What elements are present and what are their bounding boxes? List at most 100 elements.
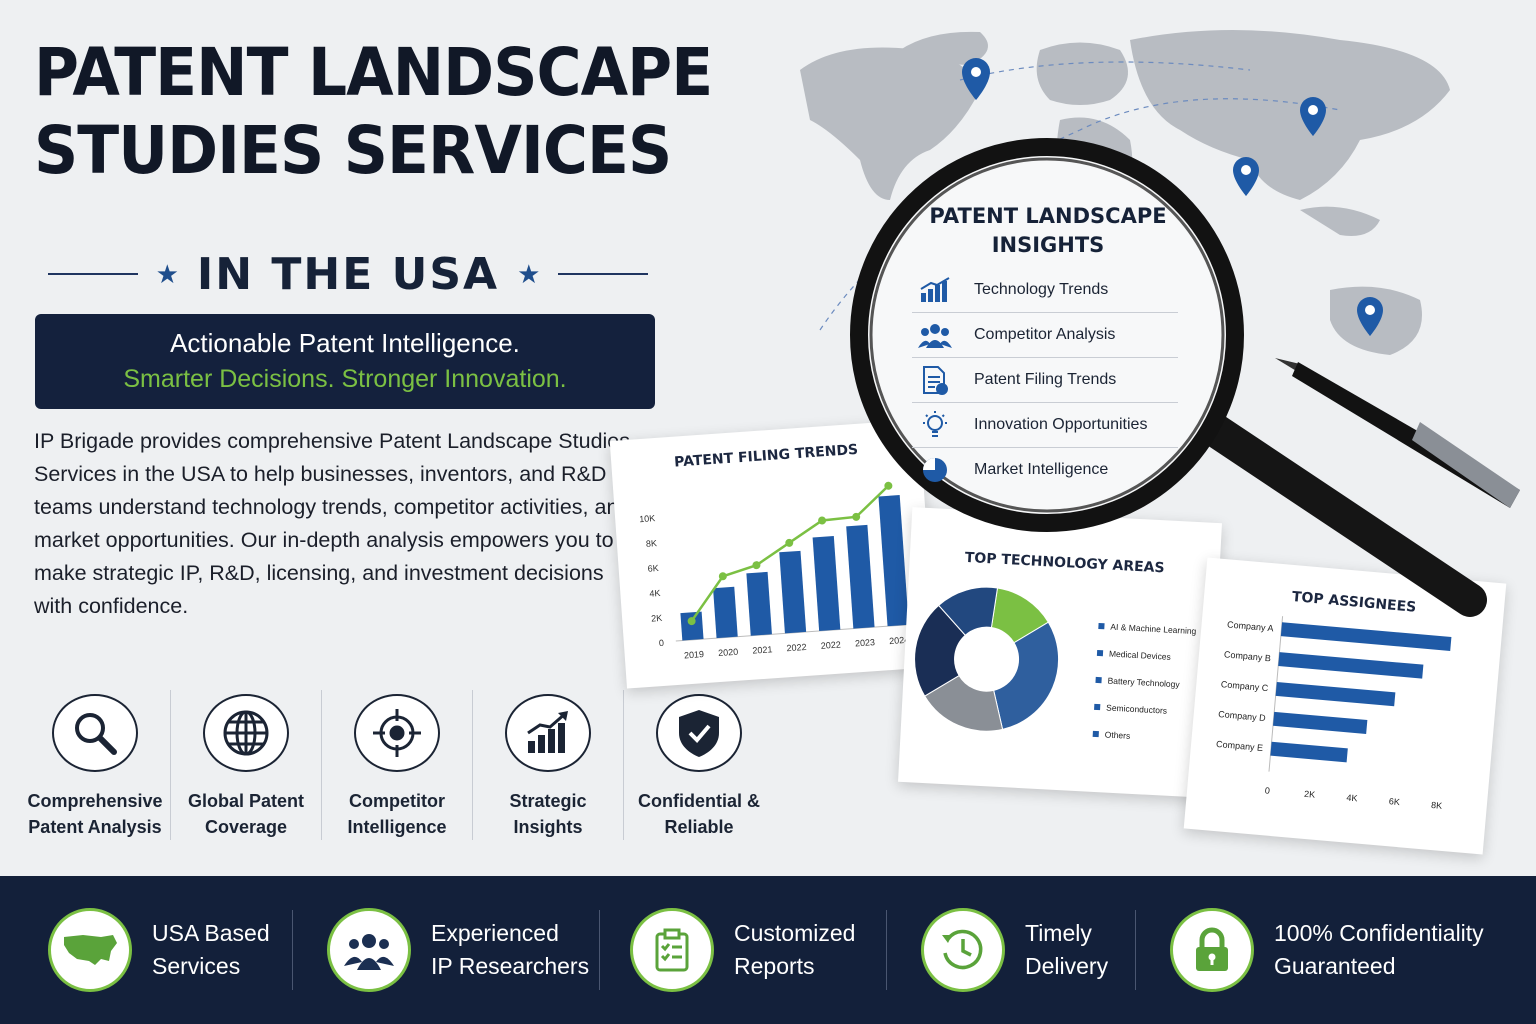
- y-tick-label: Company E: [1216, 739, 1264, 753]
- trend-point: [852, 512, 861, 521]
- bar: [680, 611, 704, 641]
- feature-label: Confidential &Reliable: [638, 791, 760, 837]
- star-icon: ★: [155, 258, 179, 289]
- bar-chart-icon: [912, 277, 958, 303]
- page-title: PATENT LANDSCAPE STUDIES SERVICES: [34, 34, 713, 190]
- tagline-box: Actionable Patent Intelligence. Smarter …: [35, 314, 655, 409]
- trend-point: [752, 561, 761, 570]
- bar: [846, 524, 875, 629]
- bar: [746, 571, 772, 636]
- bar: [812, 535, 841, 631]
- title-line-1: PATENT LANDSCAPE: [34, 34, 713, 111]
- legend-marker: [1096, 649, 1104, 657]
- shield-check-icon: [656, 694, 742, 772]
- usa-map-icon: [48, 908, 132, 992]
- subtitle-row: ★ IN THE USA ★: [48, 246, 649, 302]
- x-tick-label: 8K: [1431, 800, 1443, 811]
- feature-item: Confidential &Reliable: [624, 690, 774, 840]
- pie-slice: [993, 621, 1060, 730]
- people-icon: [912, 322, 958, 348]
- bar: [713, 586, 738, 639]
- x-tick-label: 6K: [1388, 796, 1400, 807]
- y-tick-label: 2K: [651, 613, 663, 624]
- clock-icon: [921, 908, 1005, 992]
- map-pin-icon: [1300, 97, 1326, 136]
- map-pin-icon: [1233, 157, 1259, 196]
- growth-chart-icon: [505, 694, 591, 772]
- bar: [1280, 622, 1452, 651]
- list-item: Technology Trends: [912, 268, 1178, 313]
- pie-icon: [912, 456, 958, 484]
- trend-point: [785, 538, 794, 547]
- description: IP Brigade provides comprehensive Patent…: [34, 429, 631, 618]
- list-item: Patent Filing Trends: [912, 358, 1178, 403]
- y-tick-label: Company A: [1227, 619, 1274, 633]
- divider: [599, 910, 600, 990]
- x-tick-label: 2021: [752, 644, 773, 655]
- pen-icon: [1275, 358, 1520, 508]
- trend-point: [818, 516, 827, 525]
- tagline-2: Smarter Decisions. Stronger Innovation.: [123, 365, 567, 393]
- pie-slice: [937, 586, 999, 636]
- y-tick-label: 0: [659, 638, 665, 648]
- bar: [1270, 741, 1348, 763]
- document-icon: [912, 365, 958, 395]
- legend-marker: [1095, 676, 1102, 684]
- legend-marker: [1098, 622, 1105, 630]
- target-icon: [354, 694, 440, 772]
- x-tick-label: 2022: [786, 642, 807, 653]
- legend-marker: [1092, 730, 1099, 738]
- trend-point: [884, 481, 893, 490]
- bar: [878, 495, 909, 627]
- y-tick-label: 4K: [649, 588, 661, 599]
- lens-title: PATENT LANDSCAPE INSIGHTS: [929, 204, 1167, 257]
- y-tick-label: 10K: [639, 513, 656, 524]
- star-icon: ★: [517, 258, 541, 289]
- x-tick-label: 2023: [855, 637, 876, 648]
- trend-point: [718, 572, 727, 581]
- y-tick-label: Company B: [1224, 649, 1272, 663]
- y-tick-label: 8K: [646, 538, 658, 549]
- list-item: Market Intelligence: [912, 448, 1178, 492]
- insights-list: Technology Trends Competitor Analysis Pa…: [912, 268, 1178, 492]
- magnifier-icon: [52, 694, 138, 772]
- x-tick-label: 4K: [1346, 793, 1358, 804]
- bar: [779, 550, 807, 634]
- bar: [1278, 652, 1424, 679]
- divider: [558, 273, 649, 275]
- x-tick-label: 2024: [889, 635, 910, 646]
- map-pin-icon: [1357, 297, 1383, 336]
- bar: [1273, 711, 1368, 734]
- title-line-2: STUDIES SERVICES: [34, 112, 672, 189]
- x-tick-label: 2019: [684, 649, 705, 660]
- legend-marker: [1094, 703, 1101, 711]
- globe-icon: [203, 694, 289, 772]
- legend-label: AI & Machine Learning: [1110, 622, 1197, 637]
- lightbulb-icon: [912, 410, 958, 440]
- y-tick-label: 6K: [647, 563, 659, 574]
- tagline-1: Actionable Patent Intelligence.: [170, 328, 520, 358]
- list-item: Innovation Opportunities: [912, 403, 1178, 448]
- legend-label: Semiconductors: [1106, 702, 1167, 715]
- legend-label: Battery Technology: [1107, 676, 1180, 690]
- lock-icon: [1170, 908, 1254, 992]
